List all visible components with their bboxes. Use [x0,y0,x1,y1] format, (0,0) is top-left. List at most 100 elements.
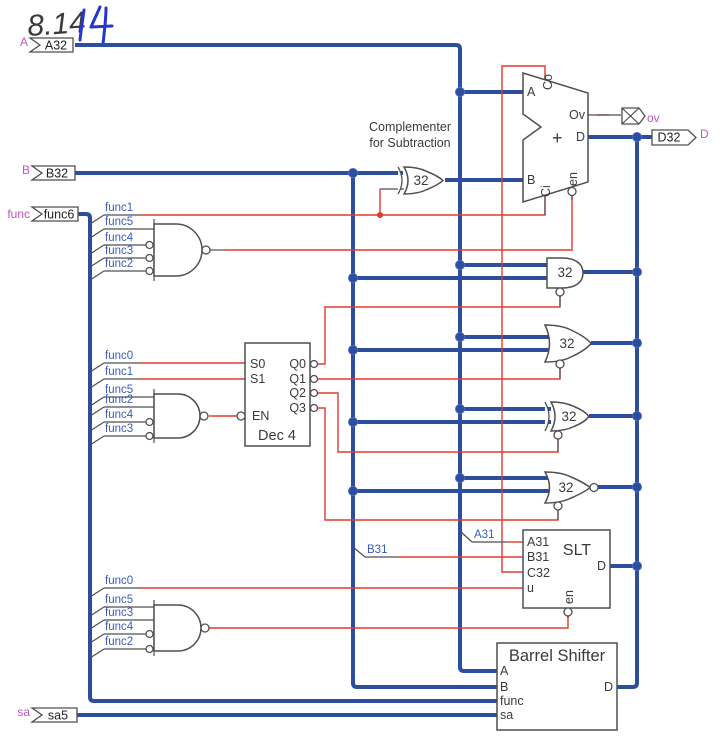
complementer-caption-2: for Subtraction [369,136,450,150]
or-gate-wires [353,335,637,352]
sa-port-tag-label: sa5 [48,709,68,723]
tap-net-labels: func1 func5 func4 func3 func2 func0 func… [105,202,494,648]
a31-net-label: A31 [474,529,494,541]
decoder-q2-label: Q2 [289,386,306,400]
bus-wires [70,43,652,717]
a31-tap [459,530,508,543]
b-port-tag-label: B32 [46,167,68,181]
or32-width-label: 32 [559,336,574,351]
net-label: func2 [105,394,133,406]
adder-en-label: en [566,172,580,186]
decoder-block: S0 S1 EN Q0 Q1 Q2 Q3 Dec 4 [236,342,319,447]
net-label: func0 [105,350,133,362]
b-port-label: B [22,163,30,177]
a-port-tag-label: A32 [45,39,67,53]
annotation-stroke [78,8,86,42]
nand2-output-bubble [199,411,209,421]
func-port-tag [29,206,79,222]
nand3-output-bubble [200,623,210,633]
d-port-tag [651,129,697,146]
shifter-d-label: D [604,680,613,694]
net-label: func3 [105,607,133,619]
b31-tap [352,546,400,558]
func-bus-wire [77,212,497,703]
net-label: func5 [105,216,133,228]
barrel-shifter-title: Barrel Shifter [509,647,606,665]
net-label: func2 [105,258,133,270]
sa-port-tag [29,707,78,723]
slt-d-label: D [597,559,606,573]
slt-b31-label: B31 [527,550,549,564]
nand2-gate [145,389,209,443]
slt-block: A31 B31 C32 u SLT D en [522,529,611,618]
barrel-shifter-block: Barrel Shifter A B func sa D [496,642,618,731]
adder-co-label: Co [541,74,555,90]
b-bus-wire [351,173,497,689]
adder-d-label: D [576,130,585,144]
func-port-label: func [7,207,30,221]
shifter-b-label: B [500,680,508,694]
and32-gate: 32 [546,257,584,307]
nand1-output-bubble [201,245,211,255]
nand3-gate [145,600,210,656]
decoder-q0-label: Q0 [289,357,306,371]
and-gate-wires [353,263,637,280]
adder-enable-wire [226,196,573,251]
slt-body [522,529,611,609]
shifter-func-label: func [500,694,524,708]
or32-enable-bubble [555,359,565,369]
complementer-width-label: 32 [413,173,428,188]
adder-b-label: B [527,173,535,187]
annotation-stroke [89,5,114,46]
complementer-xor-gate: Complementer for Subtraction 32 [369,120,451,195]
red-junction-dot [377,212,383,218]
shifter-sa-label: sa [500,708,513,722]
net-label: func3 [105,423,133,435]
sa-port-label: sa [17,705,30,719]
net-label: func1 [105,202,133,214]
slt-a31-label: A31 [527,535,549,549]
slt-u-label: u [527,581,534,595]
func-port-tag-label: func6 [44,208,75,222]
xor32-enable-bubble [553,430,563,440]
net-label: func4 [105,232,134,244]
adder-body [522,71,589,204]
and32-width-label: 32 [557,265,572,280]
and32-enable-bubble [555,287,565,297]
junction-dots [348,87,642,571]
adder-ov-label: Ov [569,108,586,122]
d-port-label: D [700,127,709,141]
adder-enable-bubble [567,186,577,197]
net-label: func2 [105,636,133,648]
d-bus-wire [617,137,639,689]
nor32-gate: 32 [543,471,599,520]
decoder-enable-bubble [236,411,246,421]
decoder-s1-label: S1 [250,372,265,386]
nor32-enable-bubble [553,501,563,511]
decoder-en-label: EN [252,409,269,423]
handwritten-annotation: 8.14 [26,5,114,46]
net-label: func4 [105,409,134,421]
net-label: func5 [105,594,133,606]
a-port-tag [27,37,74,53]
decoder-q3-label: Q3 [289,401,306,415]
slt-title: SLT [563,542,591,559]
net-label: func4 [105,621,134,633]
ov-port-label: ov [647,111,660,125]
complementer-caption-1: Complementer [369,120,451,134]
carry-to-slt-wire [501,65,546,573]
slt-c32-label: C32 [527,566,550,580]
slt-enable-bubble [563,607,573,617]
xor32-gate: 32 [544,401,590,452]
nor32-width-label: 32 [558,480,573,495]
func1-net-wire [140,195,546,216]
d-port-tag-label: D32 [658,131,681,145]
port-tags: A32 A B32 B func6 func sa5 sa D32 D ov [7,35,709,723]
nor-gate-wires [353,476,637,493]
shifter-a-label: A [500,664,509,678]
nand1-gate [145,219,226,281]
xor32-width-label: 32 [561,409,576,424]
decoder-body [244,342,311,447]
